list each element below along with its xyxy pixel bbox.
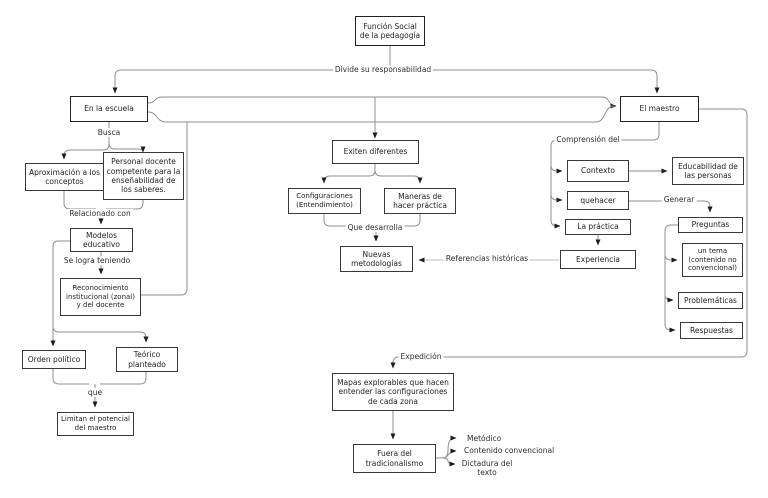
node-problematicas-label: Problemáticas — [684, 295, 737, 305]
node-nuevas-metodologias-label: Nuevas metodologías — [351, 249, 402, 268]
edge-merge2-left — [52, 369, 89, 385]
node-la-practica-label: La práctica — [577, 222, 619, 232]
node-contexto: Contexto — [567, 160, 629, 182]
node-aproximacion: Aproximación a los conceptos — [25, 163, 104, 191]
node-teorico-planteado: Teórico planteado — [116, 347, 178, 372]
edge-merge1-right — [106, 200, 144, 210]
node-limitan: Limitan el potencial del maestro — [57, 412, 134, 436]
node-nuevas-metodologias: Nuevas metodologías — [340, 246, 413, 272]
node-exiten-diferentes: Exiten diferentes — [332, 140, 419, 164]
edge-merge1-left — [63, 191, 96, 210]
node-fuera-tradicionalismo: Fuera del tradicionalismo — [353, 444, 436, 473]
node-preguntas: Preguntas — [678, 217, 743, 233]
edge-modelos-down — [52, 240, 70, 326]
edge-busca-right — [108, 142, 146, 153]
edge-comp-contexto — [550, 164, 563, 174]
node-limitan-label: Limitan el potencial del maestro — [60, 415, 131, 432]
node-fuera-tradicionalismo-label: Fuera del tradicionalismo — [365, 449, 424, 468]
edge-merge3-left — [323, 214, 371, 227]
node-contexto-label: Contexto — [581, 166, 615, 176]
node-reconocimiento-label: Reconocimiento institucional (zonal) y d… — [66, 283, 135, 310]
node-modelos-educativo-label: Modelos educativo — [83, 230, 120, 249]
node-quehacer-label: quehacer — [580, 195, 616, 205]
edge-label-que: que — [85, 388, 105, 397]
node-aproximacion-label: Aproximación a los conceptos — [28, 167, 101, 186]
edge-to-reconocimiento-right — [141, 122, 188, 296]
node-la-practica: La práctica — [565, 219, 631, 235]
edge-divide-left — [112, 69, 390, 94]
edge-label-que-desarrolla: Que desarrolla — [345, 223, 405, 232]
node-educabilidad: Educabilidad de las personas — [672, 157, 744, 185]
edge-label-se-logra: Se logra teniendo — [61, 256, 133, 265]
node-modelos-educativo: Modelos educativo — [70, 228, 133, 252]
edge-leaf-dictadura — [441, 457, 456, 467]
edge-br-untema — [664, 253, 678, 263]
node-orden-politico-label: Orden político — [27, 354, 81, 364]
node-el-maestro-label: El maestro — [639, 104, 680, 114]
node-funcion-social: Función Social de la pedagogía — [355, 16, 425, 46]
edge-comp-quehacer — [550, 193, 563, 203]
edge-busca-left — [61, 143, 110, 160]
edge-label-referencias: Referencias históricas — [443, 254, 531, 263]
node-maneras-label: Maneras de hacer práctica — [393, 191, 447, 210]
node-reconocimiento: Reconocimiento institucional (zonal) y d… — [60, 278, 141, 316]
edge-generar — [629, 200, 713, 213]
node-configuraciones: Configuraciones (Entendimiento) — [288, 188, 361, 214]
node-mapas: Mapas explorables que hacen entender las… — [332, 373, 454, 411]
edge-label-expedicion: Expedición — [398, 352, 444, 361]
edge-exiten-right — [374, 169, 423, 184]
edge-label-divide: Divide su responsabilidad — [332, 65, 434, 74]
node-respuestas-label: Respuestas — [690, 325, 733, 335]
edge-label-contenido-convencional: Contenido convencional — [464, 446, 555, 455]
node-maneras: Maneras de hacer práctica — [384, 188, 456, 214]
edge-label-relacionado: Relacionado con — [67, 209, 133, 218]
edge-comp-practica — [550, 219, 561, 229]
node-funcion-social-label: Función Social de la pedagogía — [359, 21, 421, 40]
node-un-tema-label: un tema (contenido no convencional) — [688, 246, 737, 273]
node-educabilidad-label: Educabilidad de las personas — [678, 161, 738, 180]
node-preguntas-label: Preguntas — [691, 220, 730, 230]
edge-escuela-maestro-bottom — [147, 105, 615, 123]
edge-leaf-metodico — [441, 435, 457, 459]
node-teorico-planteado-label: Teórico planteado — [128, 350, 166, 369]
node-el-maestro: El maestro — [620, 96, 699, 122]
edge-label-busca: Busca — [95, 128, 123, 137]
node-un-tema: un tema (contenido no convencional) — [682, 243, 743, 277]
node-personal-docente-label: Personal docente competente para la ense… — [106, 157, 181, 195]
edge-exiten-left — [321, 169, 376, 184]
node-personal-docente: Personal docente competente para la ense… — [103, 152, 184, 200]
node-en-la-escuela: En la escuela — [70, 96, 148, 122]
edge-merge2-right — [100, 372, 147, 385]
edge-label-generar: Generar — [661, 195, 697, 204]
node-experiencia: Experiencia — [560, 250, 636, 269]
node-mapas-label: Mapas explorables que hacen entender las… — [337, 377, 449, 406]
edge-divide-right — [390, 69, 660, 94]
edge-br-problematicas — [664, 293, 674, 303]
edge-label-comprension: Comprensión del — [554, 135, 622, 144]
node-experiencia-label: Experiencia — [576, 254, 620, 264]
node-respuestas: Respuestas — [680, 322, 743, 339]
edge-br-respuestas — [664, 323, 676, 333]
node-problematicas: Problemáticas — [678, 292, 743, 309]
edge-expedicion-route — [390, 108, 748, 369]
edge-label-dictadura: Dictadura del texto — [461, 459, 513, 477]
edge-leaf-contenido — [441, 448, 457, 459]
edge-to-teorico — [52, 325, 149, 343]
edge-merge3-right — [381, 214, 421, 227]
edge-preguntas-route — [664, 224, 678, 324]
edge-escuela-maestro-top — [147, 96, 617, 109]
node-en-la-escuela-label: En la escuela — [84, 104, 134, 114]
node-exiten-diferentes-label: Exiten diferentes — [343, 147, 408, 157]
edge-label-metodico: Metódico — [467, 434, 502, 443]
node-orden-politico: Orden político — [22, 350, 86, 369]
node-quehacer: quehacer — [567, 191, 629, 210]
node-configuraciones-label: Configuraciones (Entendimiento) — [296, 192, 353, 209]
